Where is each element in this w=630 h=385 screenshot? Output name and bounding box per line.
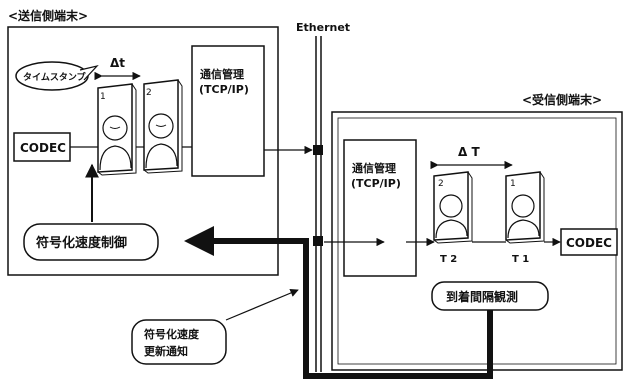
receiver-frame-1-time: T 1 [512, 254, 529, 265]
sender-codec-label: CODEC [20, 141, 66, 155]
sender-terminal-title: <送信側端末> [8, 8, 88, 23]
arrival-observation-label: 到着間隔観測 [446, 289, 518, 304]
ethernet-tap-upper [313, 145, 323, 155]
receiver-comm-box [344, 140, 416, 276]
sender-frame-2-number: 2 [146, 88, 152, 98]
rate-control-label: 符号化速度制御 [36, 235, 127, 251]
rate-notification-line1: 符号化速度 [144, 327, 200, 341]
sender-comm-box [192, 46, 264, 176]
rate-notification-line2: 更新通知 [144, 344, 188, 358]
receiver-comm-line1: 通信管理 [352, 161, 396, 175]
receiver-frame-2-number: 2 [438, 179, 444, 189]
receiver-interval-label: Δ T [458, 145, 480, 159]
sender-comm-line2: (TCP/IP) [199, 83, 249, 96]
receiver-codec-label: CODEC [566, 236, 612, 250]
receiver-comm-line2: (TCP/IP) [351, 177, 401, 190]
ethernet-label: Ethernet [296, 21, 350, 34]
sender-comm-line1: 通信管理 [200, 67, 244, 81]
sender-frame-1-number: 1 [100, 92, 106, 102]
sender-interval-label: Δt [110, 56, 125, 70]
receiver-terminal-title: <受信側端末> [522, 92, 602, 107]
ethernet-tap-lower [313, 236, 323, 246]
notification-pointer-arrow [226, 290, 298, 320]
timestamp-label: タイムスタンプ [23, 71, 87, 83]
receiver-frame-2-time: T 2 [440, 254, 457, 265]
receiver-frame-1-number: 1 [510, 179, 516, 189]
